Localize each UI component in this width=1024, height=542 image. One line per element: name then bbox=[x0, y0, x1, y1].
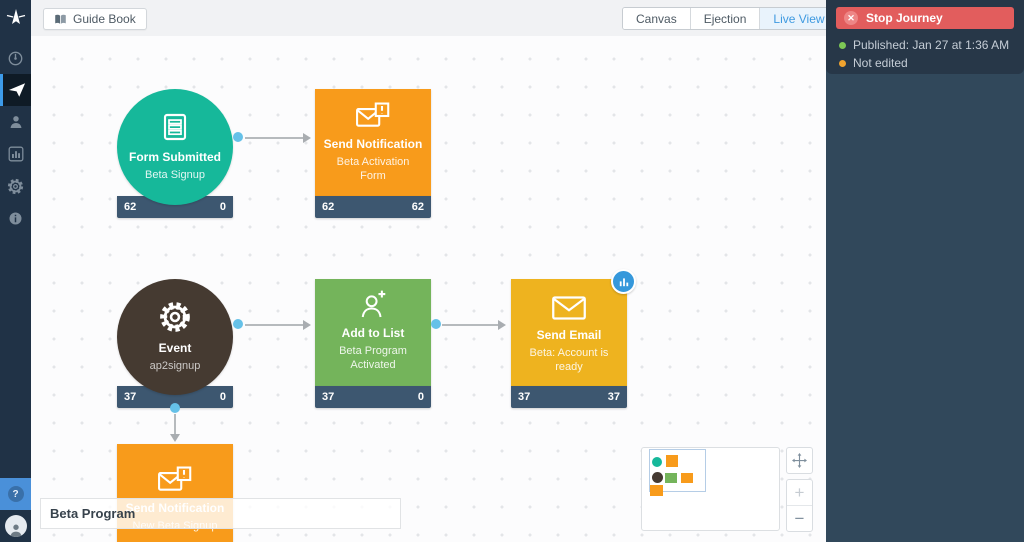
node-title: Event bbox=[158, 341, 192, 356]
user-avatar[interactable] bbox=[0, 510, 31, 542]
zoom-controls: + − bbox=[786, 479, 813, 532]
node-stats-bar: 37 0 bbox=[315, 386, 431, 408]
stop-journey-label: Stop Journey bbox=[866, 11, 943, 25]
notification-envelope-icon bbox=[356, 102, 390, 127]
journey-status-panel: ✕ Stop Journey Published: Jan 27 at 1:36… bbox=[826, 0, 1024, 542]
connector-arrow bbox=[245, 320, 311, 330]
node-subtitle: Beta Signup bbox=[145, 169, 205, 182]
guide-book-button[interactable]: Guide Book bbox=[43, 8, 147, 30]
stat-right: 0 bbox=[417, 391, 424, 403]
view-mode-tabs: Canvas Ejection Live View bbox=[622, 7, 839, 30]
sidebar-item-settings[interactable] bbox=[0, 170, 31, 202]
stat-right: 0 bbox=[219, 391, 226, 403]
main-sidebar: ? bbox=[0, 0, 31, 542]
question-mark-icon: ? bbox=[7, 486, 24, 502]
settings-gear-icon bbox=[7, 178, 24, 194]
minimap-node-orange-square bbox=[666, 455, 678, 467]
journey-title: Beta Program bbox=[50, 506, 136, 521]
node-stats-bar: 37 0 bbox=[117, 386, 233, 408]
published-label: Published: Jan 27 at 1:36 AM bbox=[853, 38, 1010, 52]
pan-button[interactable] bbox=[786, 447, 813, 474]
node-add-to-list[interactable]: Add to List Beta Program Activated 37 0 bbox=[315, 279, 431, 408]
minimap-node-orange-square bbox=[681, 473, 693, 483]
node-send-notification-1[interactable]: Send Notification Beta Activation Form 6… bbox=[315, 89, 431, 218]
sidebar-item-dashboard[interactable] bbox=[0, 42, 31, 74]
status-card: ✕ Stop Journey Published: Jan 27 at 1:36… bbox=[826, 0, 1024, 74]
journey-title-bar[interactable]: Beta Program bbox=[40, 498, 401, 529]
avatar-person-icon bbox=[4, 515, 27, 537]
node-event[interactable]: 37 0 Event ap2signup bbox=[117, 279, 233, 408]
tab-ejection[interactable]: Ejection bbox=[689, 8, 760, 29]
minimap-node-dark-circle bbox=[652, 472, 663, 483]
connector-dot[interactable] bbox=[233, 319, 243, 329]
guide-book-label: Guide Book bbox=[73, 12, 136, 26]
edited-status: Not edited bbox=[839, 56, 908, 70]
stats-badge-icon bbox=[619, 277, 628, 286]
event-gear-icon bbox=[160, 302, 190, 333]
zoom-in-button[interactable]: + bbox=[787, 480, 812, 506]
stop-journey-button[interactable]: ✕ Stop Journey bbox=[836, 7, 1014, 29]
node-stats-bar: 37 37 bbox=[511, 386, 627, 408]
stat-entered: 37 bbox=[124, 391, 137, 403]
connector-arrow bbox=[442, 320, 506, 330]
notification-envelope-icon bbox=[158, 466, 192, 491]
tab-canvas[interactable]: Canvas bbox=[623, 8, 690, 29]
node-title: Add to List bbox=[341, 326, 405, 340]
zoom-out-button[interactable]: − bbox=[794, 508, 805, 528]
connector-arrow bbox=[245, 133, 311, 143]
node-form-submitted[interactable]: 62 0 Form Submitted Beta Signup bbox=[117, 89, 233, 218]
node-subtitle: ap2signup bbox=[149, 360, 201, 373]
autopilot-logo[interactable] bbox=[0, 0, 31, 36]
not-edited-label: Not edited bbox=[853, 56, 908, 70]
node-subtitle: Beta Activation Form bbox=[336, 156, 410, 183]
book-icon bbox=[55, 14, 66, 24]
connector-dot[interactable] bbox=[431, 319, 441, 329]
stat-entered: 62 bbox=[322, 201, 335, 213]
help-button[interactable]: ? bbox=[0, 478, 31, 510]
node-subtitle: Beta: Account is ready bbox=[529, 347, 609, 374]
connector-arrow bbox=[170, 414, 180, 442]
sidebar-item-journeys[interactable] bbox=[0, 74, 31, 106]
add-contact-icon bbox=[361, 290, 386, 318]
minimap-node-green-square bbox=[665, 473, 677, 483]
tab-live-view[interactable]: Live View bbox=[759, 8, 838, 29]
stop-x-icon: ✕ bbox=[844, 11, 858, 25]
autopilot-logo-icon bbox=[6, 9, 25, 24]
sidebar-item-info[interactable] bbox=[0, 202, 31, 234]
info-icon bbox=[9, 212, 22, 224]
stat-entered: 62 bbox=[124, 201, 137, 213]
stat-entered: 37 bbox=[322, 391, 335, 403]
not-edited-dot-icon bbox=[839, 59, 846, 67]
node-stats-bar: 62 62 bbox=[315, 196, 431, 218]
node-subtitle: Beta Program Activated bbox=[339, 345, 407, 372]
connector-dot[interactable] bbox=[233, 132, 243, 142]
dashboard-icon bbox=[8, 51, 23, 65]
connector-dot[interactable] bbox=[170, 403, 180, 413]
sidebar-item-contacts[interactable] bbox=[0, 106, 31, 138]
node-title: Form Submitted bbox=[129, 150, 221, 165]
email-envelope-icon bbox=[552, 296, 586, 320]
minimap[interactable] bbox=[641, 447, 780, 531]
minimap-viewport[interactable] bbox=[649, 449, 706, 492]
journeys-plane-icon bbox=[8, 83, 26, 97]
stat-right: 0 bbox=[219, 201, 226, 213]
email-stats-badge[interactable] bbox=[611, 269, 636, 294]
form-icon bbox=[163, 114, 187, 141]
published-status: Published: Jan 27 at 1:36 AM bbox=[839, 38, 1009, 52]
node-send-email[interactable]: Send Email Beta: Account is ready 37 37 bbox=[511, 269, 636, 408]
minimap-node-orange-square bbox=[650, 485, 663, 496]
published-dot-icon bbox=[839, 41, 846, 49]
insights-chart-icon bbox=[8, 146, 23, 162]
contacts-icon bbox=[10, 116, 21, 128]
node-title: Send Notification bbox=[323, 137, 423, 151]
stat-right: 62 bbox=[411, 201, 424, 213]
minimap-node-teal-circle bbox=[652, 457, 662, 467]
stat-entered: 37 bbox=[518, 391, 531, 403]
node-title: Send Email bbox=[536, 328, 602, 342]
stat-right: 37 bbox=[607, 391, 620, 403]
pan-arrows-icon bbox=[792, 453, 807, 468]
sidebar-item-insights[interactable] bbox=[0, 138, 31, 170]
node-stats-bar: 62 0 bbox=[117, 196, 233, 218]
